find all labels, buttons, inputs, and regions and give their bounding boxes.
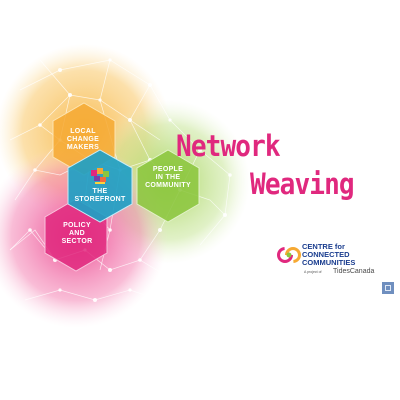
logo-line-1: CENTRE for	[302, 242, 345, 251]
logo-line-2: CONNECTED	[302, 250, 350, 259]
label-line: STOREFRONT	[74, 196, 126, 203]
label-line: MAKERS	[66, 144, 100, 151]
tides-canada-text: TidesCanada	[333, 268, 375, 275]
corner-badge-icon	[382, 282, 394, 294]
logo-line-3: COMMUNITIES	[302, 258, 356, 267]
centre-for-connected-communities-logo: CENTRE for CONNECTED COMMUNITIES A proje…	[276, 242, 376, 282]
title-network: Network	[176, 129, 281, 163]
label-line: COMMUNITY	[145, 182, 191, 189]
hex-label-the-storefront: THE STOREFRONT	[70, 188, 130, 204]
label-line: SECTOR	[61, 238, 93, 245]
hex-label-policy-and-sector: POLICY AND SECTOR	[52, 222, 102, 246]
label-line: LOCAL	[70, 128, 96, 135]
logo-mark-icon	[277, 247, 301, 263]
label-line: CHANGE	[66, 136, 100, 143]
hexagon-the-storefront	[67, 149, 133, 223]
label-line: PEOPLE	[152, 166, 184, 173]
title-weaving: Weaving	[250, 167, 355, 201]
label-line: AND	[68, 230, 86, 237]
label-line: IN THE	[155, 174, 181, 181]
label-line: POLICY	[63, 222, 91, 229]
storefront-icon	[91, 168, 109, 184]
hexagon-people-in-the-community	[136, 149, 200, 223]
hex-label-local-change-makers: LOCAL CHANGE MAKERS	[58, 128, 108, 152]
logo-sub-text: A project of	[304, 270, 322, 274]
hex-label-people-in-the-community: PEOPLE IN THE COMMUNITY	[138, 166, 198, 190]
label-line: THE	[92, 188, 108, 195]
